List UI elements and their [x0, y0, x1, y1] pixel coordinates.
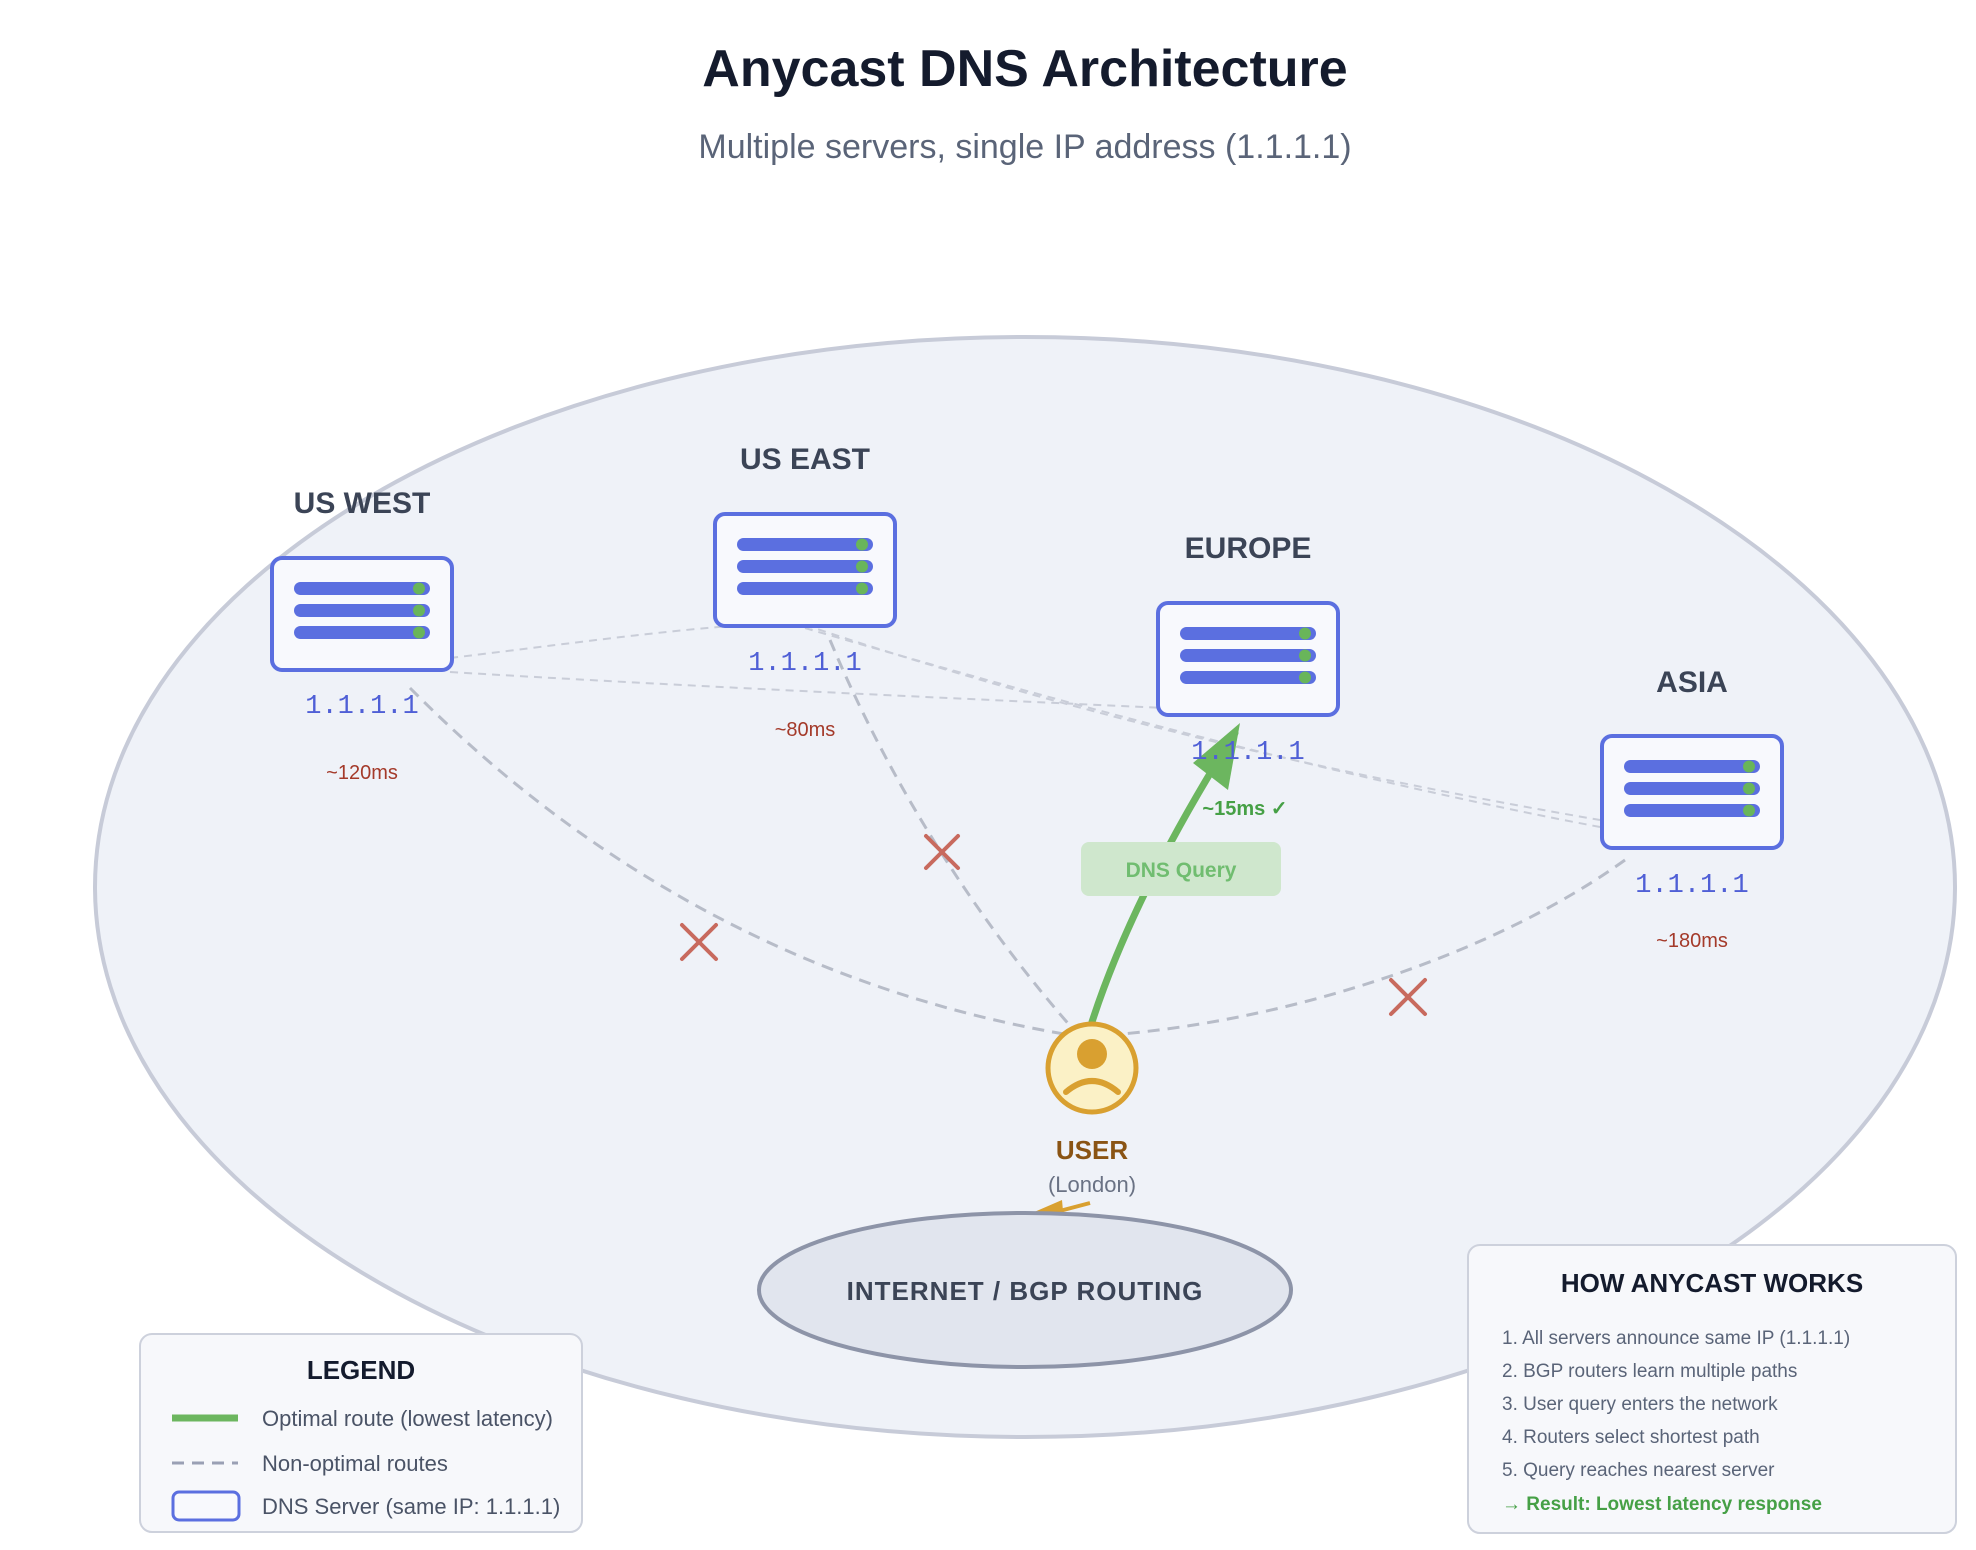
- how-step-1: 1. All servers announce same IP (1.1.1.1…: [1502, 1328, 1850, 1349]
- route-asia: [1109, 858, 1626, 1037]
- server-asia-latency: ~180ms: [1656, 930, 1728, 952]
- dns-query-label: DNS Query: [1126, 859, 1237, 882]
- how-anycast-works-box: HOW ANYCAST WORKS 1. All servers announc…: [1467, 1244, 1957, 1534]
- blocked-marker-us-east: [924, 834, 960, 870]
- user-node[interactable]: USER (London): [1045, 1021, 1139, 1197]
- server-icon: [1600, 734, 1784, 850]
- server-us-west[interactable]: US WEST 1.1.1.1 ~120ms: [270, 487, 454, 784]
- user-location: (London): [1048, 1172, 1136, 1197]
- server-us-west-latency: ~120ms: [326, 762, 398, 784]
- server-asia-name: ASIA: [1656, 666, 1728, 699]
- how-step-5: 5. Query reaches nearest server: [1502, 1460, 1775, 1481]
- legend-title: LEGEND: [307, 1355, 415, 1385]
- how-step-3: 3. User query enters the network: [1502, 1394, 1778, 1415]
- server-asia-ip: 1.1.1.1: [1635, 871, 1748, 901]
- page-title: Anycast DNS Architecture: [702, 40, 1347, 98]
- user-label: USER: [1056, 1135, 1128, 1165]
- legend-box: LEGEND Optimal route (lowest latency) No…: [139, 1333, 583, 1533]
- legend-server-label: DNS Server (same IP: 1.1.1.1): [262, 1494, 560, 1519]
- route-us-west: [408, 686, 1071, 1037]
- legend-server-swatch: [171, 1490, 241, 1522]
- how-anycast-works-title: HOW ANYCAST WORKS: [1561, 1268, 1863, 1298]
- server-icon: [1156, 601, 1340, 717]
- server-us-east[interactable]: US EAST 1.1.1.1 ~80ms: [713, 443, 897, 741]
- page-subtitle: Multiple servers, single IP address (1.1…: [698, 128, 1351, 166]
- how-step-4: 4. Routers select shortest path: [1502, 1427, 1760, 1448]
- legend-non-optimal-label: Non-optimal routes: [262, 1451, 448, 1476]
- server-europe-name: EUROPE: [1185, 532, 1312, 565]
- blocked-marker-us-west: [680, 923, 718, 961]
- server-icon: [713, 512, 897, 628]
- server-us-east-ip: 1.1.1.1: [748, 649, 861, 679]
- server-icon: [270, 556, 454, 672]
- how-step-2: 2. BGP routers learn multiple paths: [1502, 1361, 1797, 1382]
- internet-bgp-routing: [757, 1211, 1293, 1369]
- server-europe-ip: 1.1.1.1: [1191, 738, 1304, 768]
- route-us-east: [828, 639, 1074, 1029]
- server-asia[interactable]: ASIA 1.1.1.1 ~180ms: [1600, 666, 1784, 952]
- server-europe[interactable]: EUROPE 1.1.1.1 ~15ms ✓: [1156, 532, 1340, 820]
- server-us-east-name: US EAST: [740, 443, 870, 476]
- blocked-marker-asia: [1389, 978, 1427, 1016]
- dns-query-badge: [1081, 842, 1281, 896]
- server-us-west-ip: 1.1.1.1: [305, 692, 418, 722]
- server-europe-latency: ~15ms ✓: [1202, 798, 1287, 820]
- server-us-west-name: US WEST: [294, 487, 431, 520]
- global-network-area: [93, 335, 1957, 1439]
- optimal-route-arrowhead: [1193, 723, 1240, 790]
- internet-bgp-label: INTERNET / BGP ROUTING: [847, 1276, 1204, 1306]
- non-optimal-routes: [408, 639, 1626, 1037]
- server-us-east-latency: ~80ms: [775, 719, 836, 741]
- how-result: → Result: Lowest latency response: [1502, 1494, 1822, 1515]
- legend-optimal-label: Optimal route (lowest latency): [262, 1406, 553, 1431]
